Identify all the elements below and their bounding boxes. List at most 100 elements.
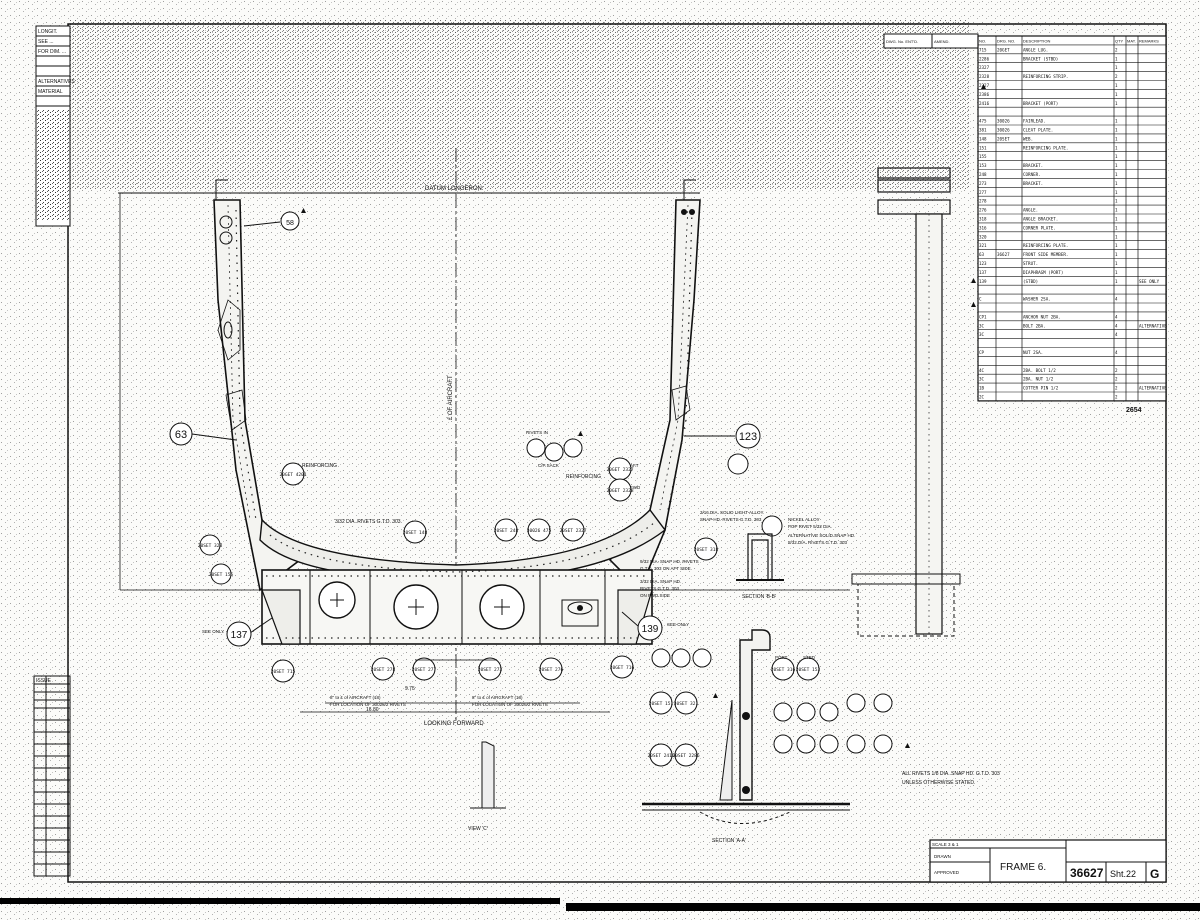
header-cell-1: DWG. No. ENT'D.	[886, 39, 918, 44]
parts-cell: 2286	[979, 56, 990, 61]
part-label-7: 20SET 318	[694, 547, 719, 553]
parts-cell: (STBD)	[1023, 279, 1038, 284]
title-block: SCALE 3 & 1 DRAWN APPROVED FRAME 6. 3662…	[929, 839, 1167, 883]
parts-cell: 321	[979, 243, 987, 248]
parts-cell: 30026	[997, 119, 1010, 124]
parts-cell: 276	[979, 208, 987, 213]
parts-cell: 248	[979, 172, 987, 177]
parts-cell: WEB.	[1023, 136, 1033, 141]
note-rivets-3c: ON FWD SIDE	[640, 593, 670, 598]
callout-123: 123	[684, 423, 761, 449]
note-rivets-3: 3/32 DIA. SNAP HD.	[640, 579, 681, 584]
parts-cell: 1	[1115, 252, 1118, 257]
note-nickel-1b: POP RIVET 5/32 DIA.	[788, 524, 832, 529]
note-nickel-1: NICKEL ALLOY	[788, 517, 820, 522]
parts-header-cell: REMARKS	[1139, 39, 1159, 44]
drawing-number: 36627	[1070, 866, 1104, 880]
parts-cell: 1	[1115, 136, 1118, 141]
parts-cell: ALTERNATIVE	[1139, 386, 1167, 391]
parts-cell: ANGLE.	[1023, 208, 1038, 213]
parts-cell: 4	[1115, 350, 1118, 355]
parts-cell: 4	[1115, 323, 1118, 328]
parts-cell: 3C	[979, 377, 985, 382]
parts-cell: CLEAT PLATE.	[1023, 128, 1053, 133]
parts-cell: 1	[1115, 56, 1118, 61]
parts-header-cell: NO.	[979, 39, 986, 44]
parts-cell: 1	[1115, 279, 1118, 284]
sheet-stamp: 2654	[1126, 407, 1142, 414]
section-aa-label: SECTION 'A-A'	[712, 838, 746, 844]
part-label-5: 30026 475	[527, 528, 552, 534]
parts-cell: 381	[979, 128, 987, 133]
parts-cell: 1B	[979, 386, 985, 391]
parts-cell: 1	[1115, 190, 1118, 195]
issue-label: ISSUE	[36, 678, 52, 684]
parts-cell: 1	[1115, 145, 1118, 150]
scan-bar-right	[566, 903, 1200, 911]
callout-137: 137	[226, 617, 273, 647]
parts-cell: 151	[979, 145, 987, 150]
parts-header-cell: DESCRIPTION	[1023, 39, 1050, 44]
note-rivets-3b: RIVETS G.T.D. 303	[640, 586, 680, 591]
parts-cell: C	[979, 297, 982, 302]
parts-cell: 475	[979, 119, 987, 124]
part-label-6: 20SET 2327	[559, 528, 586, 534]
part-label-11: 20SET 277	[412, 667, 437, 673]
parts-cell: DIAPHRAGM (PORT)	[1023, 270, 1063, 275]
sheet-border	[67, 23, 1167, 883]
parts-cell: REINFORCING PLATE.	[1023, 243, 1068, 248]
callout-63: 63	[169, 422, 237, 446]
note-see-only-l: SEE ONLY	[202, 629, 224, 634]
parts-cell: 30026	[997, 128, 1010, 133]
parts-cell: 1	[1115, 261, 1118, 266]
parts-cell: 2	[1115, 47, 1118, 52]
part-label-16: 20GET 716	[610, 665, 635, 671]
note-reinforcing-2: REINFORCING	[566, 474, 601, 480]
revision-triangles	[301, 84, 986, 748]
parts-cell: COTTER PIN 1/2	[1023, 386, 1059, 391]
right-side-member	[608, 199, 701, 592]
parts-cell: 4	[1115, 314, 1118, 319]
parts-cell: 2	[1115, 377, 1118, 382]
scan-bar-left	[0, 898, 560, 904]
parts-cell: ALTERNATIVE	[1139, 323, 1167, 328]
part-label-15: 20SET 715	[271, 669, 296, 675]
parts-cell: ANCHOR NUT 2BA.	[1023, 314, 1061, 319]
part-label-20: 20SET 2286	[672, 753, 699, 759]
note-alloy-1: 3/16 DIA. SOLID LIGHT ALLOY	[700, 510, 763, 515]
note-rivets-2b: G.T.D. 303 ON AFT SIDE	[640, 566, 691, 571]
parts-cell: 3C	[979, 323, 985, 328]
parts-cell: 1	[1115, 217, 1118, 222]
parts-cell: 123	[979, 261, 987, 266]
parts-cell: 1	[1115, 243, 1118, 248]
parts-cell: 2BA. NUT 1/2	[1023, 377, 1054, 382]
part-label-18: 30SET 321	[674, 701, 699, 707]
view-c: VIEW 'C'	[468, 741, 506, 832]
part-label-21: 20SET 316	[771, 667, 796, 673]
left-strip-4: MATERIAL	[38, 89, 63, 95]
part-label-8: 20GET 2327	[606, 467, 633, 473]
part-label-22: 20SET 153	[796, 667, 821, 673]
parts-cell: 1	[1115, 234, 1118, 239]
parts-cell: 20SET	[997, 136, 1010, 141]
part-label-17: 20SET 151	[649, 701, 674, 707]
parts-cell: 4	[1115, 332, 1118, 337]
parts-cell: 137	[979, 270, 987, 275]
fastener-callouts	[526, 438, 893, 754]
note-rivets-1: 3/32 DIA. RIVETS G.T.D. 303	[335, 519, 401, 525]
parts-cell: 63	[979, 252, 985, 257]
dim-2: 8" to £ of AIRCRAFT (18)	[472, 695, 523, 700]
callout-139-text: 139	[642, 624, 659, 635]
revision-letter: G	[1150, 867, 1159, 881]
parts-cell: BRACKET.	[1023, 181, 1043, 186]
note-port: PORT	[775, 655, 788, 660]
parts-header-cell: DRG. NO.	[997, 39, 1015, 44]
left-strip-2: FOR DIM. ...	[38, 49, 66, 55]
looking-forward-label: LOOKING FORWARD	[424, 721, 484, 727]
parts-cell: 20GET	[997, 47, 1010, 52]
callout-137-text: 137	[231, 630, 248, 641]
part-label-10: 20SET 278	[371, 667, 396, 673]
approved-label: APPROVED	[934, 870, 960, 875]
scan-noise-top	[70, 20, 970, 190]
parts-cell: 1	[1115, 92, 1118, 97]
